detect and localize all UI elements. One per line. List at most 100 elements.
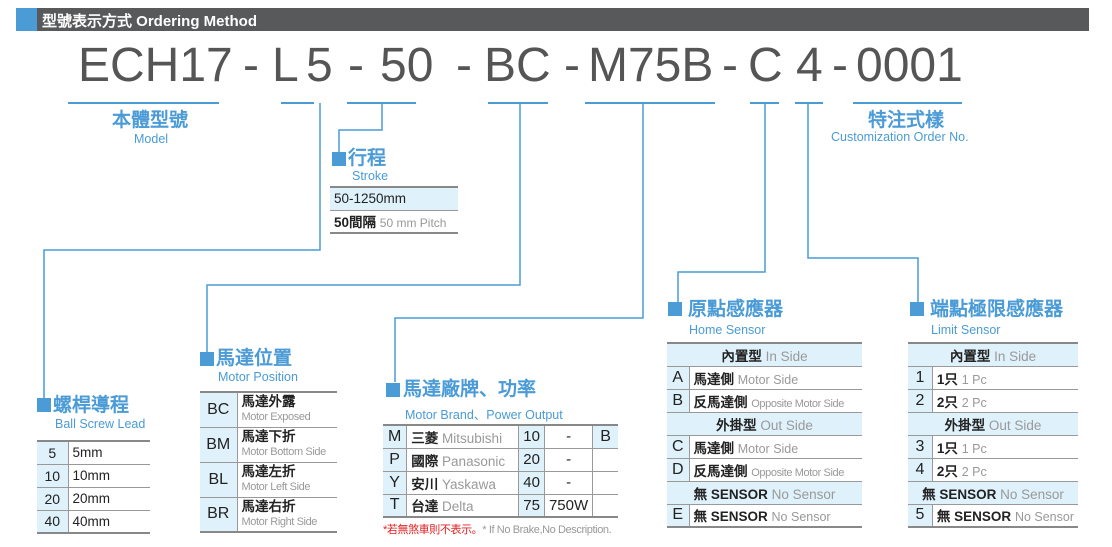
table-row: 外掛型 Out Side bbox=[667, 412, 862, 436]
home-group-header: 無 SENSOR No Sensor bbox=[667, 481, 862, 505]
code-limit: 4 bbox=[796, 39, 823, 92]
home-desc: 反馬達側 Opposite Motor Side bbox=[688, 458, 862, 482]
position-zh: 馬達下折 bbox=[241, 429, 296, 444]
home-title: 原點感應器 bbox=[688, 299, 784, 320]
code-dash: - bbox=[564, 39, 580, 92]
stroke-range: 50-1250mm bbox=[330, 187, 458, 211]
brake-code: B bbox=[592, 425, 618, 449]
limit-en: No Sensor bbox=[1014, 510, 1074, 525]
brand-en: Delta bbox=[442, 499, 474, 515]
home-zh: 馬達側 bbox=[693, 371, 735, 387]
stroke-subtitle: Stroke bbox=[352, 169, 389, 183]
brake-code bbox=[592, 494, 618, 518]
home-group-zh: 外掛型 bbox=[716, 417, 757, 433]
position-code: BC bbox=[200, 392, 237, 428]
position-title: 馬達位置 bbox=[216, 348, 293, 369]
position-zh: 馬達外露 bbox=[241, 394, 296, 410]
table-row: 內置型 In Side bbox=[908, 343, 1078, 367]
header-accent bbox=[16, 8, 37, 31]
home-en: No Sensor bbox=[771, 510, 831, 525]
limit-code: 3 bbox=[908, 435, 933, 459]
brand-zh: 台達 bbox=[411, 499, 439, 515]
brand-marker bbox=[386, 383, 400, 397]
lead-value: 10mm bbox=[67, 464, 150, 488]
stroke-marker bbox=[332, 152, 346, 166]
power-code: 75 bbox=[518, 494, 545, 518]
brand-zh: 安川 bbox=[411, 476, 439, 492]
brand-code: T bbox=[383, 494, 407, 518]
limit-group-zh: 外掛型 bbox=[944, 417, 986, 433]
limit-group-zh: 內置型 bbox=[949, 348, 991, 364]
limit-group-zh: 無 SENSOR bbox=[922, 486, 997, 502]
brand-subtitle: Motor Brand、Power Output bbox=[405, 408, 563, 422]
table-row: 50間隔 50 mm Pitch bbox=[330, 210, 458, 234]
home-code: B bbox=[667, 389, 689, 413]
brand-title: 馬達廠牌、功率 bbox=[403, 379, 537, 400]
home-group-zh: 無 SENSOR bbox=[693, 486, 768, 502]
home-code: C bbox=[667, 435, 689, 459]
custom-subtitle: Customization Order No. bbox=[831, 130, 969, 144]
position-code: BM bbox=[200, 427, 237, 463]
position-en: Motor Exposed bbox=[241, 411, 311, 424]
stroke-pitch-en: 50 mm Pitch bbox=[379, 216, 447, 231]
lead-subtitle: Ball Screw Lead bbox=[55, 417, 146, 431]
limit-en: 2 Pc bbox=[961, 464, 987, 479]
position-zh: 馬達右折 bbox=[241, 498, 296, 514]
lead-value: 20mm bbox=[67, 487, 150, 511]
brand-code: P bbox=[383, 448, 407, 472]
stroke-table: 50-1250mm 50間隔 50 mm Pitch bbox=[330, 186, 458, 234]
power-code: 40 bbox=[518, 471, 545, 495]
home-code: E bbox=[667, 504, 689, 528]
brand-code: Y bbox=[383, 471, 407, 495]
limit-code: 4 bbox=[908, 458, 933, 482]
brand-zh: 國際 bbox=[411, 453, 439, 469]
lead-marker bbox=[37, 398, 51, 412]
custom-title: 特注式樣 bbox=[868, 110, 945, 131]
position-code: BR bbox=[200, 497, 237, 533]
limit-code: 1 bbox=[908, 366, 933, 390]
home-group-en: No Sensor bbox=[771, 486, 836, 502]
brake-code bbox=[592, 448, 618, 472]
lead-code: 10 bbox=[37, 464, 68, 488]
home-zh: 反馬達側 bbox=[693, 463, 748, 479]
limit-group-en: In Side bbox=[994, 348, 1037, 364]
stroke-title: 行程 bbox=[348, 148, 387, 169]
code-dash: - bbox=[722, 39, 738, 92]
brake-note: *若無煞車則不表示。* If No Brake,No Description. bbox=[383, 521, 612, 537]
table-row: 50-1250mm bbox=[330, 187, 458, 211]
limit-group-header: 內置型 In Side bbox=[908, 343, 1078, 367]
home-en: Motor Side bbox=[737, 441, 799, 456]
power-code: 10 bbox=[518, 425, 545, 449]
home-group-header: 內置型 In Side bbox=[667, 343, 862, 367]
lead-title: 螺桿導程 bbox=[53, 395, 130, 416]
home-marker bbox=[668, 302, 682, 316]
code-custom: 0001 bbox=[856, 39, 963, 92]
table-row: 無 SENSOR No Sensor bbox=[667, 481, 862, 505]
brand-name: 國際 Panasonic bbox=[406, 448, 519, 472]
stroke-pitch: 50間隔 50 mm Pitch bbox=[330, 210, 458, 234]
limit-en: 1 Pc bbox=[961, 372, 987, 387]
lead-code: 5 bbox=[37, 441, 68, 465]
power-value: - bbox=[543, 471, 593, 495]
home-zh: 無 SENSOR bbox=[693, 509, 768, 525]
brake-note-zh: *若無煞車則不表示。 bbox=[383, 524, 483, 536]
home-group-header: 外掛型 Out Side bbox=[667, 412, 862, 436]
limit-zh: 1只 bbox=[936, 371, 958, 387]
limit-desc: 1只 1 Pc bbox=[931, 366, 1078, 390]
brand-en: Mitsubishi bbox=[442, 430, 503, 446]
brake-note-en: * If No Brake,No Description. bbox=[482, 524, 612, 536]
home-zh: 馬達側 bbox=[693, 440, 735, 456]
